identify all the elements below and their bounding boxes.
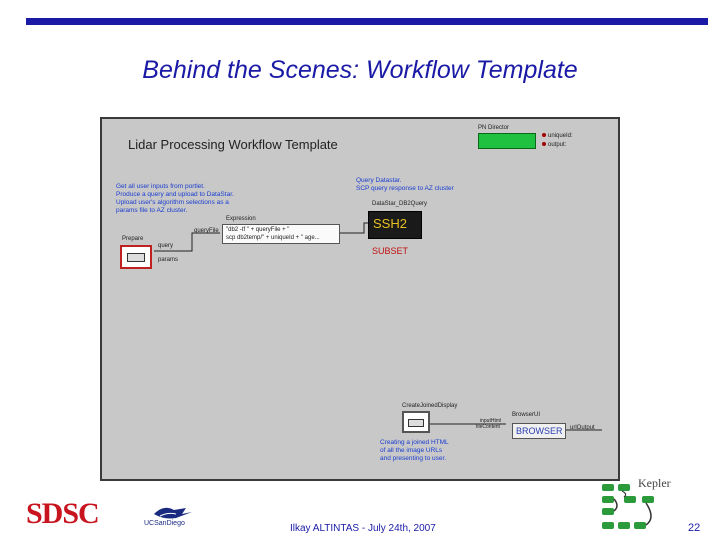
- top-bar: [26, 18, 708, 25]
- slide-title: Behind the Scenes: Workflow Template: [142, 56, 578, 84]
- browser-in-port-1: inputHtml: [480, 418, 502, 424]
- director-port-uniqueid: uniqueId:: [542, 133, 573, 140]
- browser-in-port-2: fileContent: [476, 424, 500, 430]
- prepare-actor[interactable]: [120, 245, 152, 269]
- note-bottom: Creating a joined HTML of all the image …: [380, 439, 449, 462]
- note-left: Get all user inputs from portlet. Produc…: [116, 183, 234, 214]
- browser-label: BrowserUI: [512, 412, 541, 418]
- workflow-connections: [154, 222, 602, 431]
- link-expression-ssh2: [340, 222, 368, 234]
- joined-actor[interactable]: [402, 411, 430, 433]
- note-query: Query Datastar. SCP query response to AZ…: [356, 177, 454, 192]
- author-footer: Ilkay ALTINTAS - July 24th, 2007: [290, 523, 436, 534]
- expression-label: Expression: [226, 216, 256, 222]
- kepler-logo-icon: [602, 484, 654, 529]
- link-prepare-expression: [154, 232, 220, 252]
- kepler-logo-text: Kepler: [638, 476, 671, 490]
- page-number: 22: [688, 522, 701, 534]
- workflow-canvas: Lidar Processing Workflow Template PN Di…: [100, 117, 620, 481]
- sdsc-logo: SDSC: [26, 497, 100, 530]
- subset-label: SUBSET: [372, 246, 409, 256]
- composite-actor-icon: [127, 253, 145, 262]
- expression-actor[interactable]: "db2 -tf " + queryFile + " scp db2temp/"…: [222, 224, 340, 244]
- joined-label: CreateJoinedDisplay: [402, 403, 458, 409]
- expression-port: queryFile: [194, 228, 219, 234]
- pn-director[interactable]: [478, 133, 536, 149]
- browser-actor[interactable]: BROWSER: [512, 423, 566, 439]
- prepare-label: Prepare: [122, 236, 144, 242]
- browser-out-port: urlOutput: [570, 425, 595, 431]
- workflow-title: Lidar Processing Workflow Template: [128, 137, 338, 152]
- port-dot-icon: [542, 133, 546, 137]
- ucsd-logo-icon: [154, 507, 192, 519]
- composite-actor-icon: [408, 419, 424, 427]
- prepare-port-query: query: [158, 243, 174, 249]
- ssh2-actor[interactable]: SSH2: [368, 211, 422, 239]
- director-port-output: output:: [542, 142, 566, 149]
- ssh2-label: DataStar_DB2Query: [372, 201, 428, 207]
- ucsd-logo-text: UCSanDiego: [144, 520, 185, 527]
- port-dot-icon: [542, 142, 546, 146]
- director-label: PN Director: [478, 125, 510, 131]
- prepare-port-params: params: [158, 257, 179, 263]
